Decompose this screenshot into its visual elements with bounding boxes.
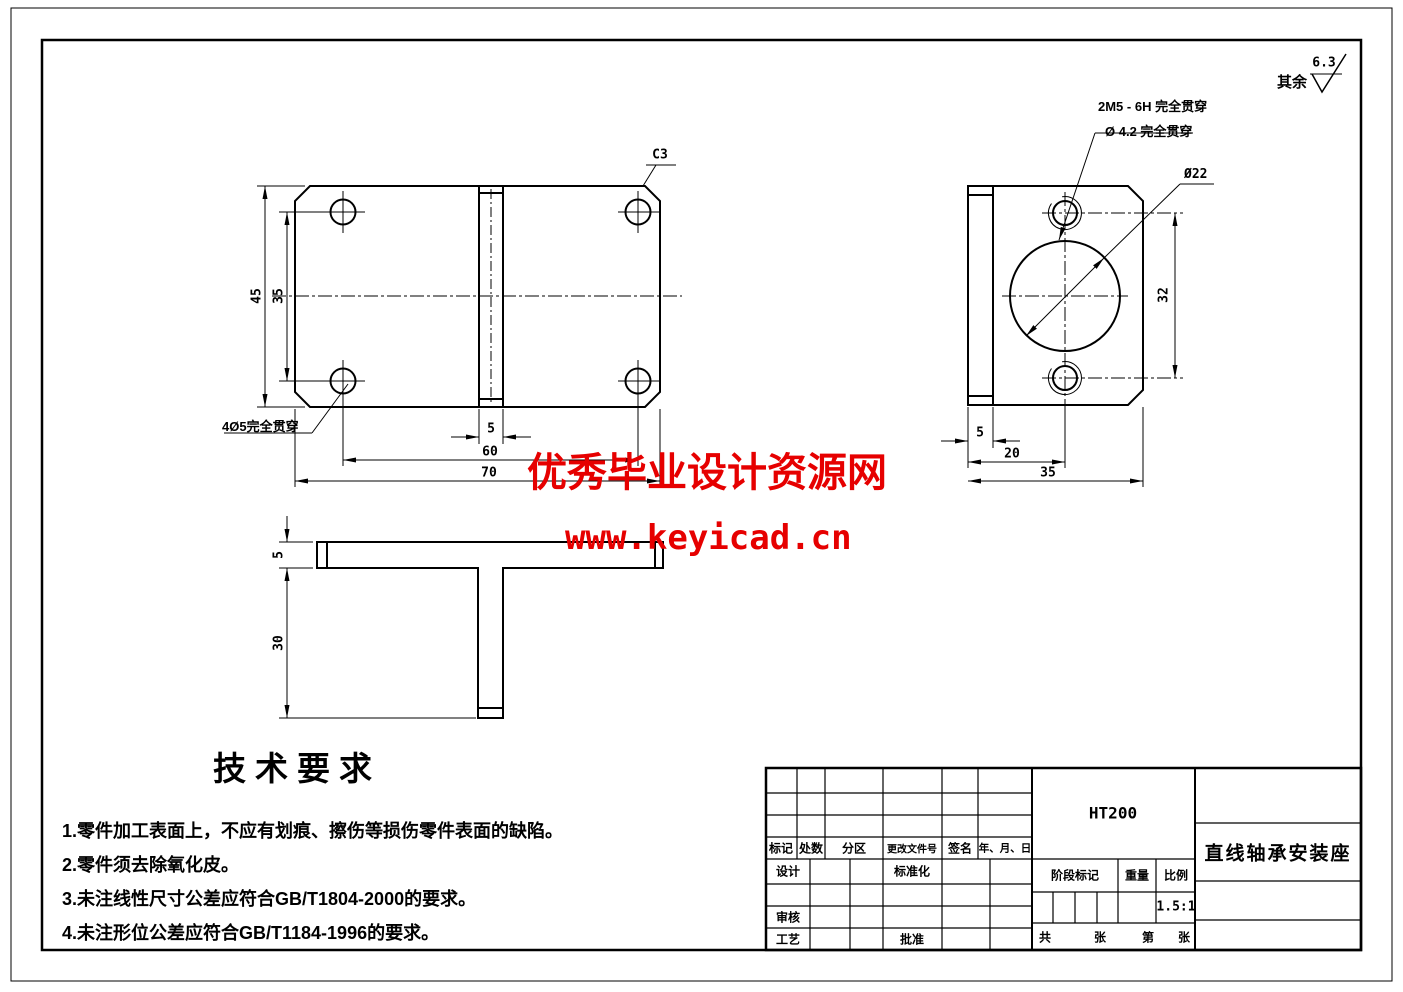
tb-header-signature: 签名 (947, 841, 973, 856)
tb-sheet-number-label: 第 (1141, 930, 1155, 945)
label-side-pilot: Ø 4.2 完全贯穿 (1105, 124, 1193, 139)
dim-front-hole-span-h: 60 (482, 444, 498, 460)
tb-part-name: 直线轴承安装座 (1204, 843, 1352, 865)
dim-section-stem: 30 (271, 635, 287, 651)
roughness-prefix: 其余 (1277, 74, 1308, 91)
inner-border (40, 38, 1363, 952)
tb-header-mark: 标记 (768, 841, 794, 856)
tb-sheet-number-unit: 张 (1177, 930, 1191, 945)
side-view (941, 132, 1214, 487)
tb-stage-label: 阶段标记 (1050, 868, 1100, 883)
tb-role-process: 工艺 (775, 932, 801, 947)
tech-requirement-3: 3.未注线性尺寸公差应符合GB/T1804-2000的要求。 (62, 889, 477, 909)
dim-section-plate: 5 (271, 551, 287, 559)
label-side-bore: Ø22 (1184, 167, 1208, 182)
front-view (224, 164, 682, 487)
dim-front-height: 45 (249, 288, 265, 304)
tb-header-count: 处数 (798, 841, 824, 856)
section-view (279, 516, 664, 719)
dim-front-hole-span-v: 35 (271, 288, 287, 304)
watermark-site-name: 优秀毕业设计资源网 (527, 450, 887, 495)
dim-front-width: 70 (481, 465, 497, 481)
roughness-symbol (1310, 53, 1347, 94)
tb-header-change-doc: 更改文件号 (887, 844, 937, 856)
label-front-chamfer: C3 (652, 147, 668, 163)
tech-requirements-title: 技术要求 (213, 750, 381, 787)
tb-material: HT200 (1088, 803, 1138, 823)
tb-sheet-total-label: 共 (1038, 930, 1052, 945)
tb-scale-value: 1.5:1 (1156, 899, 1196, 915)
tb-scale-label: 比例 (1163, 868, 1189, 883)
tb-role-design: 设计 (775, 864, 801, 879)
tb-role-review: 审核 (775, 910, 801, 925)
tb-role-approve: 批准 (899, 932, 925, 947)
tech-requirement-4: 4.未注形位公差应符合GB/T1184-1996的要求。 (62, 923, 440, 943)
tb-header-date: 年、月、日 (978, 842, 1032, 855)
tb-header-zone: 分区 (841, 841, 867, 856)
tb-sheet-total-unit: 张 (1093, 930, 1107, 945)
dim-side-hole-offset: 20 (1004, 446, 1020, 462)
dim-side-width: 35 (1040, 465, 1056, 481)
tb-weight-label: 重量 (1124, 868, 1150, 883)
roughness-value: 6.3 (1312, 55, 1336, 71)
label-front-holes: 4Ø5完全贯穿 (222, 419, 299, 434)
title-block-grid (764, 766, 1363, 952)
label-side-thread: 2M5 - 6H 完全贯穿 (1098, 99, 1208, 114)
dim-side-flange: 5 (976, 425, 984, 441)
tech-requirement-2: 2.零件须去除氧化皮。 (62, 855, 240, 875)
tb-role-standardization: 标准化 (893, 864, 931, 879)
outer-border (10, 7, 1393, 982)
watermark-site-url: www.keyicad.cn (565, 518, 852, 558)
tech-requirement-1: 1.零件加工表面上，不应有划痕、擦伤等损伤零件表面的缺陷。 (62, 821, 564, 841)
dim-front-slot: 5 (487, 421, 495, 437)
dim-side-hole-span: 32 (1156, 287, 1172, 303)
